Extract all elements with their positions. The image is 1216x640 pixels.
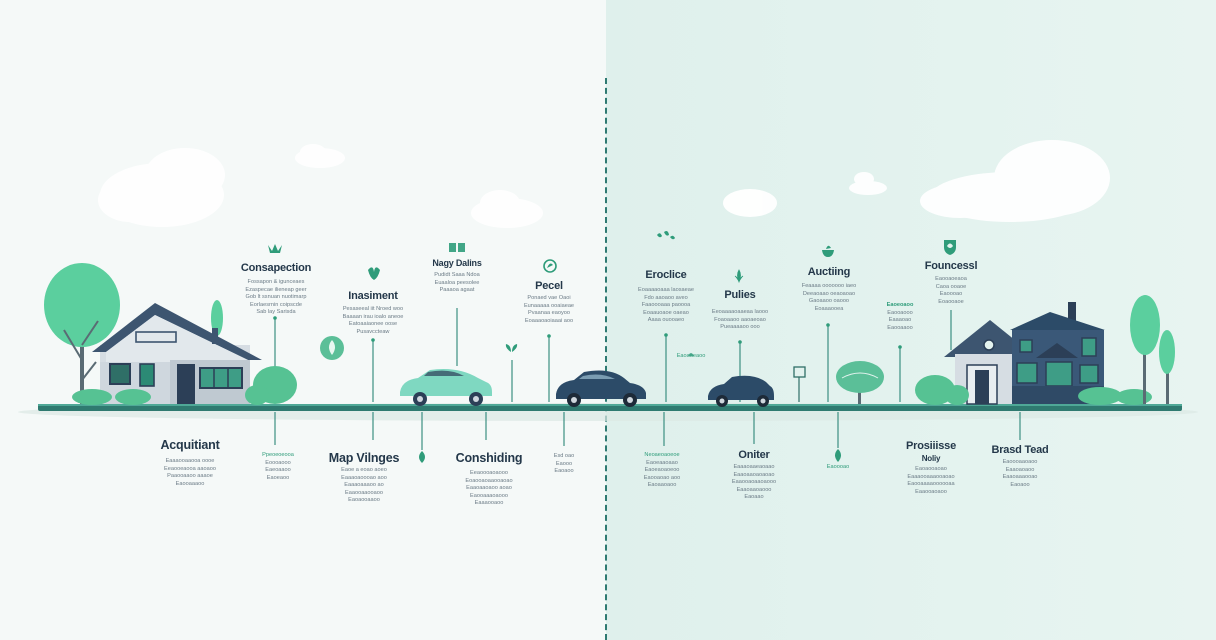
globe-leaf-icon <box>543 259 557 273</box>
trees-right-edge <box>1130 295 1175 404</box>
leaf-bottom-icon-1 <box>419 451 425 463</box>
milestone-title-7: Auctiing <box>807 266 851 278</box>
cloud-left-large <box>98 148 225 227</box>
cloud-center <box>471 190 543 228</box>
milestone-bottom-title-4: Conshiding <box>455 451 523 465</box>
bushes-left <box>72 366 297 405</box>
milestone-title-8: Founcessl <box>924 260 978 272</box>
plant-pair-icon <box>657 231 675 240</box>
milestone-bottom-title-7: Oniter <box>738 449 770 461</box>
leaf-crown-icon <box>268 244 282 253</box>
milestone-title-1: Consapection <box>240 262 312 274</box>
shield-leaf-icon <box>944 240 956 255</box>
tree-left-large <box>44 263 120 404</box>
car-mint <box>400 369 492 406</box>
fern-icon <box>734 269 744 284</box>
house-left <box>92 303 262 404</box>
milestone-title-4: Pecel <box>535 280 563 292</box>
milestone-title-6: Pulies <box>724 289 756 301</box>
right-panel-background <box>606 0 1216 640</box>
leaf-bottom-icon-2 <box>835 449 841 462</box>
milestone-bottom-title-1: Acquitiant <box>160 438 220 452</box>
milestone-bottom-title-3: Map Vilnges <box>328 451 400 465</box>
round-leaf-badge-icon <box>320 336 344 360</box>
fern-small-icon <box>686 353 698 360</box>
book-leaf-icon <box>449 243 465 252</box>
tree-right-center <box>836 361 884 404</box>
cloud-right-small <box>723 172 887 217</box>
signpost-icon <box>793 366 806 402</box>
milestone-bottom-subtitle-9: Noliy <box>921 454 941 463</box>
center-dashed-divider <box>605 78 607 640</box>
sprout-small-icon <box>505 344 518 352</box>
milestone-bottom-title-9: Prosiiisse <box>906 440 956 452</box>
car-navy-right <box>708 375 774 407</box>
cloud-right-large <box>920 140 1110 222</box>
sprout-icon <box>368 267 380 280</box>
small-note-top-2: Eaoaaeaoo <box>676 353 706 359</box>
cloud-left-small <box>295 144 345 168</box>
milestone-bottom-title-10: Brasd Tead <box>991 444 1049 456</box>
milestone-title-3: Nagy Dalins <box>432 258 482 268</box>
milestone-bottom-desc-8: Eaoooao <box>826 464 850 470</box>
bowl-leaf-icon <box>822 245 834 257</box>
milestone-title-5: Eroclice <box>645 269 687 281</box>
milestone-title-2: Inasiment <box>348 290 398 302</box>
car-navy-center <box>556 370 646 407</box>
